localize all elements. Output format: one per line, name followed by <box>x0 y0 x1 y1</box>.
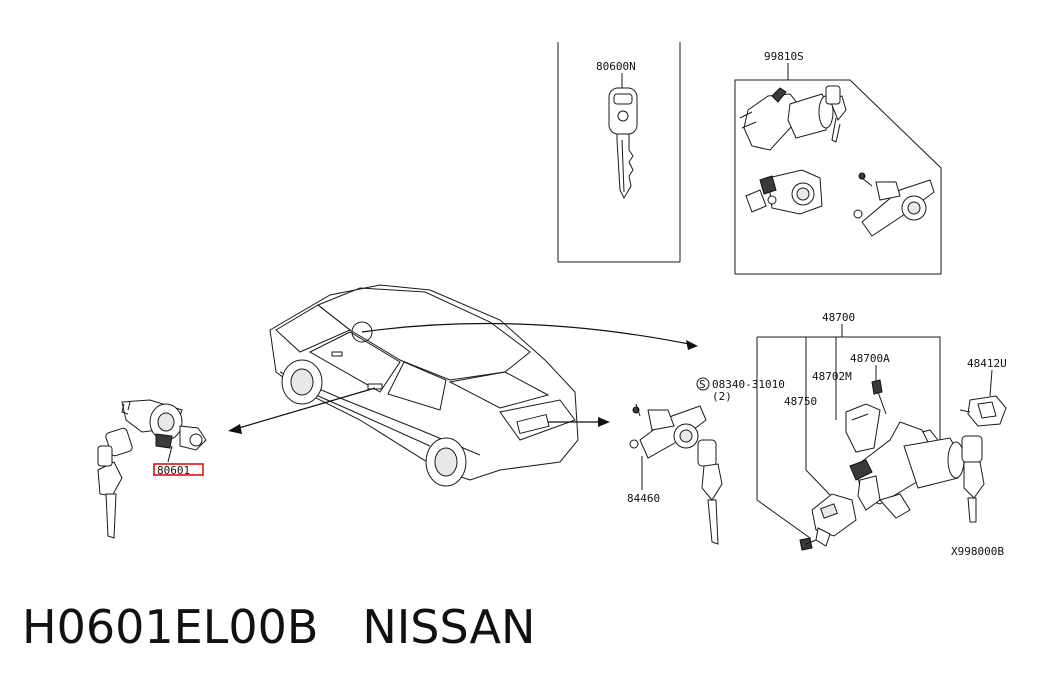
footer-part-code: H0601EL00B <box>22 600 319 654</box>
label-lock-set: 99810S <box>764 50 804 63</box>
key-blank-callout: 80600N <box>557 42 681 263</box>
lock-set-ignition-icon <box>739 85 847 151</box>
key-blank-icon <box>608 87 638 200</box>
label-door-lock-left: 80601 <box>157 464 190 477</box>
drawing-code: X998000B <box>951 545 1004 558</box>
label-ignition-m: 48702M <box>812 370 852 383</box>
label-screw-qty: (2) <box>712 390 732 403</box>
trunk-lock-assembly: 84460 <box>627 403 723 545</box>
door-lock-left-assembly <box>97 399 207 539</box>
ignition-assembly <box>799 379 985 551</box>
lock-set-callout: 99810S <box>734 50 942 275</box>
label-screw-symbol: S <box>699 378 706 391</box>
label-ignition-a: 48700A <box>850 352 890 365</box>
label-trunk-lock: 84460 <box>627 492 660 505</box>
ignition-group-callout: 48700 48700A 48702M 48750 S 08340-31010 … <box>696 311 941 539</box>
lock-set-trunk-icon <box>853 172 935 237</box>
highlight-box <box>153 463 204 476</box>
door-lock-left-callout: 80601 <box>153 463 204 477</box>
footer-brand: NISSAN <box>362 600 536 654</box>
footer-caption: H0601EL00B NISSAN <box>22 600 535 654</box>
steering-lock-assembly: 48412U <box>959 357 1007 427</box>
callout-arrows <box>228 322 698 434</box>
label-ignition-set: 48700 <box>822 311 855 324</box>
label-screw: 08340-31010 <box>712 378 785 391</box>
label-key-blank: 80600N <box>596 60 636 73</box>
label-steering-lock: 48412U <box>967 357 1007 370</box>
label-ignition-750: 48750 <box>784 395 817 408</box>
lock-set-door-icon <box>745 169 823 215</box>
vehicle-illustration <box>269 284 579 487</box>
